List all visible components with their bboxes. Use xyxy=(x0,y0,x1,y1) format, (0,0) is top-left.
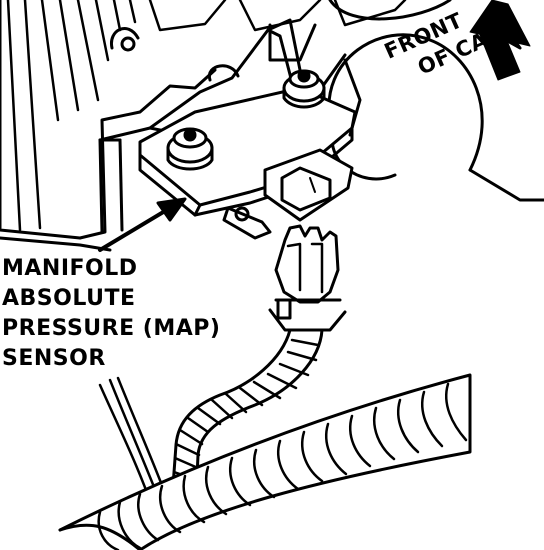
sensor-callout-label: MANIFOLD ABSOLUTE PRESSURE (MAP) SENSOR xyxy=(2,254,220,374)
sensor-pointer-arrow xyxy=(98,197,187,252)
sensor-label-line-4: SENSOR xyxy=(2,346,106,371)
mounting-bracket xyxy=(98,18,302,234)
corrugated-loom-tube xyxy=(58,373,472,550)
wire-harness xyxy=(170,328,324,502)
mounting-bolt-left xyxy=(166,127,214,171)
sensor-label-line-2: ABSOLUTE xyxy=(2,286,136,311)
engine-manifold xyxy=(0,0,544,252)
manifold-fins xyxy=(6,0,407,232)
front-direction-arrow xyxy=(469,0,531,81)
map-sensor-body xyxy=(138,86,357,240)
sensor-label-line-3: PRESSURE (MAP) xyxy=(2,316,221,341)
harness-connector xyxy=(268,224,347,332)
sensor-label-line-1: MANIFOLD xyxy=(2,256,138,281)
mounting-bolt-right xyxy=(282,69,326,109)
